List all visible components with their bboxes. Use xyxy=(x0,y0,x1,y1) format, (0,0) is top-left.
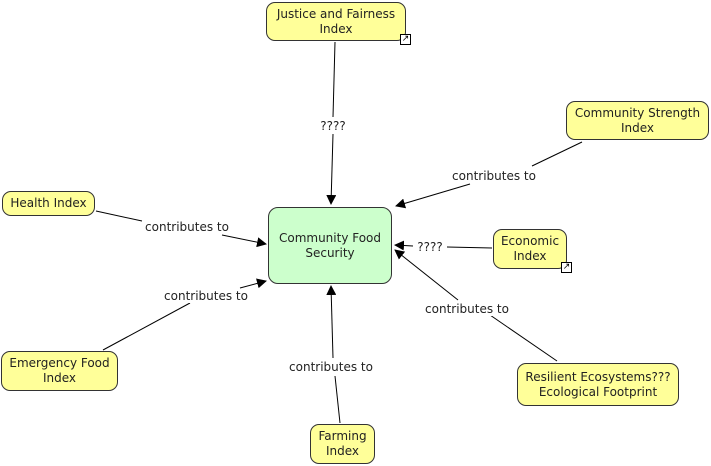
external-link-icon[interactable]: ↗ xyxy=(561,262,572,273)
concept-label: Community Strength Index xyxy=(574,105,701,135)
concept-label: Economic Index xyxy=(500,234,560,263)
link-line-emergency-food-lower xyxy=(239,278,267,289)
link-line-farming-lower xyxy=(326,285,337,359)
concept-health-index[interactable]: Health Index xyxy=(2,191,95,216)
link-phrase-health[interactable]: contributes to xyxy=(144,220,230,234)
link-line-economic-lower xyxy=(394,240,414,251)
link-line-farming-upper xyxy=(334,375,341,424)
concept-emergency-food-index[interactable]: Emergency Food Index xyxy=(1,351,118,391)
concept-label: Resilient Ecosystems??? Ecological Footp… xyxy=(525,369,671,399)
link-line-community-strength-upper xyxy=(531,141,583,167)
link-line-economic-upper xyxy=(446,246,493,249)
external-link-icon[interactable]: ↗ xyxy=(400,34,411,45)
concept-justice-and-fairness-index[interactable]: Justice and Fairness Index ↗ xyxy=(266,2,411,45)
link-line-health-upper xyxy=(95,210,143,222)
link-line-community-strength-lower xyxy=(395,183,471,209)
link-line-justice-upper xyxy=(332,41,336,118)
concept-label: Community Food Security xyxy=(278,230,382,260)
concept-resilient-ecosystems[interactable]: Resilient Ecosystems??? Ecological Footp… xyxy=(517,363,679,406)
link-line-resilient-upper xyxy=(489,314,558,362)
concept-label: Health Index xyxy=(10,196,87,210)
link-phrase-emergency-food[interactable]: contributes to xyxy=(163,289,249,303)
link-line-resilient-lower xyxy=(394,249,459,301)
link-phrase-justice[interactable]: ???? xyxy=(319,119,347,133)
link-line-emergency-food-upper xyxy=(102,302,191,351)
link-phrase-economic[interactable]: ???? xyxy=(416,240,444,254)
concept-community-food-security[interactable]: Community Food Security xyxy=(268,207,392,284)
link-line-health-lower xyxy=(221,234,267,248)
concept-economic-index[interactable]: Economic Index ↗ xyxy=(493,229,572,273)
concept-community-strength-index[interactable]: Community Strength Index xyxy=(566,101,709,140)
link-line-justice-lower xyxy=(326,133,337,205)
link-phrase-farming[interactable]: contributes to xyxy=(288,360,374,374)
concept-label: Emergency Food Index xyxy=(9,356,110,385)
link-phrase-resilient[interactable]: contributes to xyxy=(424,302,510,316)
link-phrase-community-strength[interactable]: contributes to xyxy=(451,169,537,183)
concept-farming-index[interactable]: Farming Index xyxy=(310,424,375,464)
concept-label: Farming Index xyxy=(318,429,367,458)
concept-label: Justice and Fairness Index xyxy=(276,6,396,36)
